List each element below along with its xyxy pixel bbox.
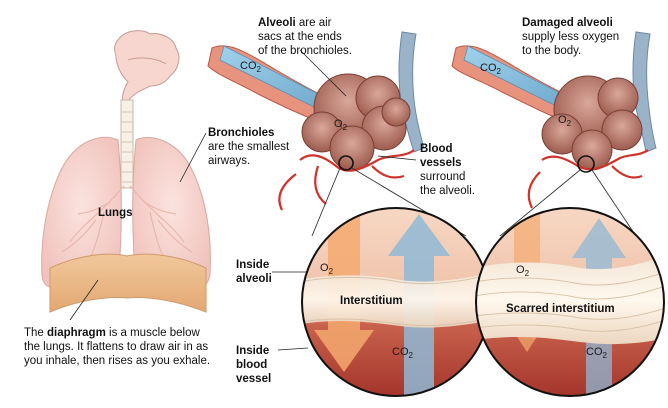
inside-blood-vessel-label: Inside blood vessel	[236, 345, 272, 385]
healthy-o2-label: O2	[334, 118, 348, 132]
bronchioles-leader	[179, 132, 207, 183]
diaphragm-leader	[69, 279, 99, 321]
damaged-o2-label: O2	[558, 114, 572, 128]
interstitium-label: Interstitium	[340, 295, 403, 307]
scarred-interstitium-circle	[475, 207, 665, 397]
bronchioles-title: Bronchioles	[208, 127, 275, 139]
inside-alveoli-label: Inside alveoli	[236, 259, 272, 285]
damaged-zoom-marker	[577, 155, 595, 173]
bronchioles-caption: Bronchioles are the smallest airways.	[208, 127, 290, 167]
blood-vessels-caption: Blood vessels surround the alveoli.	[420, 143, 475, 197]
circle-right-o2-label: O2	[516, 264, 530, 278]
healthy-zoom-marker	[338, 155, 354, 171]
scarred-interstitium-label: Scarred interstitium	[506, 303, 615, 315]
circle-left-co2-label: CO2	[392, 346, 413, 360]
diaphragm-caption: The diaphragm is a muscle below the lung…	[24, 327, 211, 367]
alveoli-leader	[299, 49, 347, 97]
alveoli-caption: Alveoli are air sacs at the ends of the …	[258, 17, 352, 57]
blood-vessels-leader	[377, 155, 417, 161]
damaged-alveoli-illustration	[451, 31, 657, 237]
healthy-co2-label: CO2	[240, 60, 261, 74]
damaged-alveoli-title: Damaged alveoli	[522, 17, 613, 29]
lungs-label: Lungs	[98, 207, 133, 219]
damaged-alveoli-caption: Damaged alveoli supply less oxygen to th…	[522, 17, 620, 57]
diaphragm-word: diaphragm	[47, 327, 106, 339]
nasal-cavity	[114, 30, 180, 105]
circle-right-co2-label: CO2	[586, 346, 607, 360]
trachea	[120, 99, 134, 189]
diaphragm	[49, 253, 207, 313]
circle-left-o2-label: O2	[320, 262, 334, 276]
damaged-co2-label: CO2	[480, 62, 501, 76]
healthy-vein	[398, 31, 425, 153]
alveoli-title: Alveoli	[258, 17, 296, 29]
healthy-interstitium-circle	[272, 207, 491, 397]
healthy-alveoli-illustration	[207, 31, 467, 237]
lungs-illustration	[41, 30, 211, 321]
